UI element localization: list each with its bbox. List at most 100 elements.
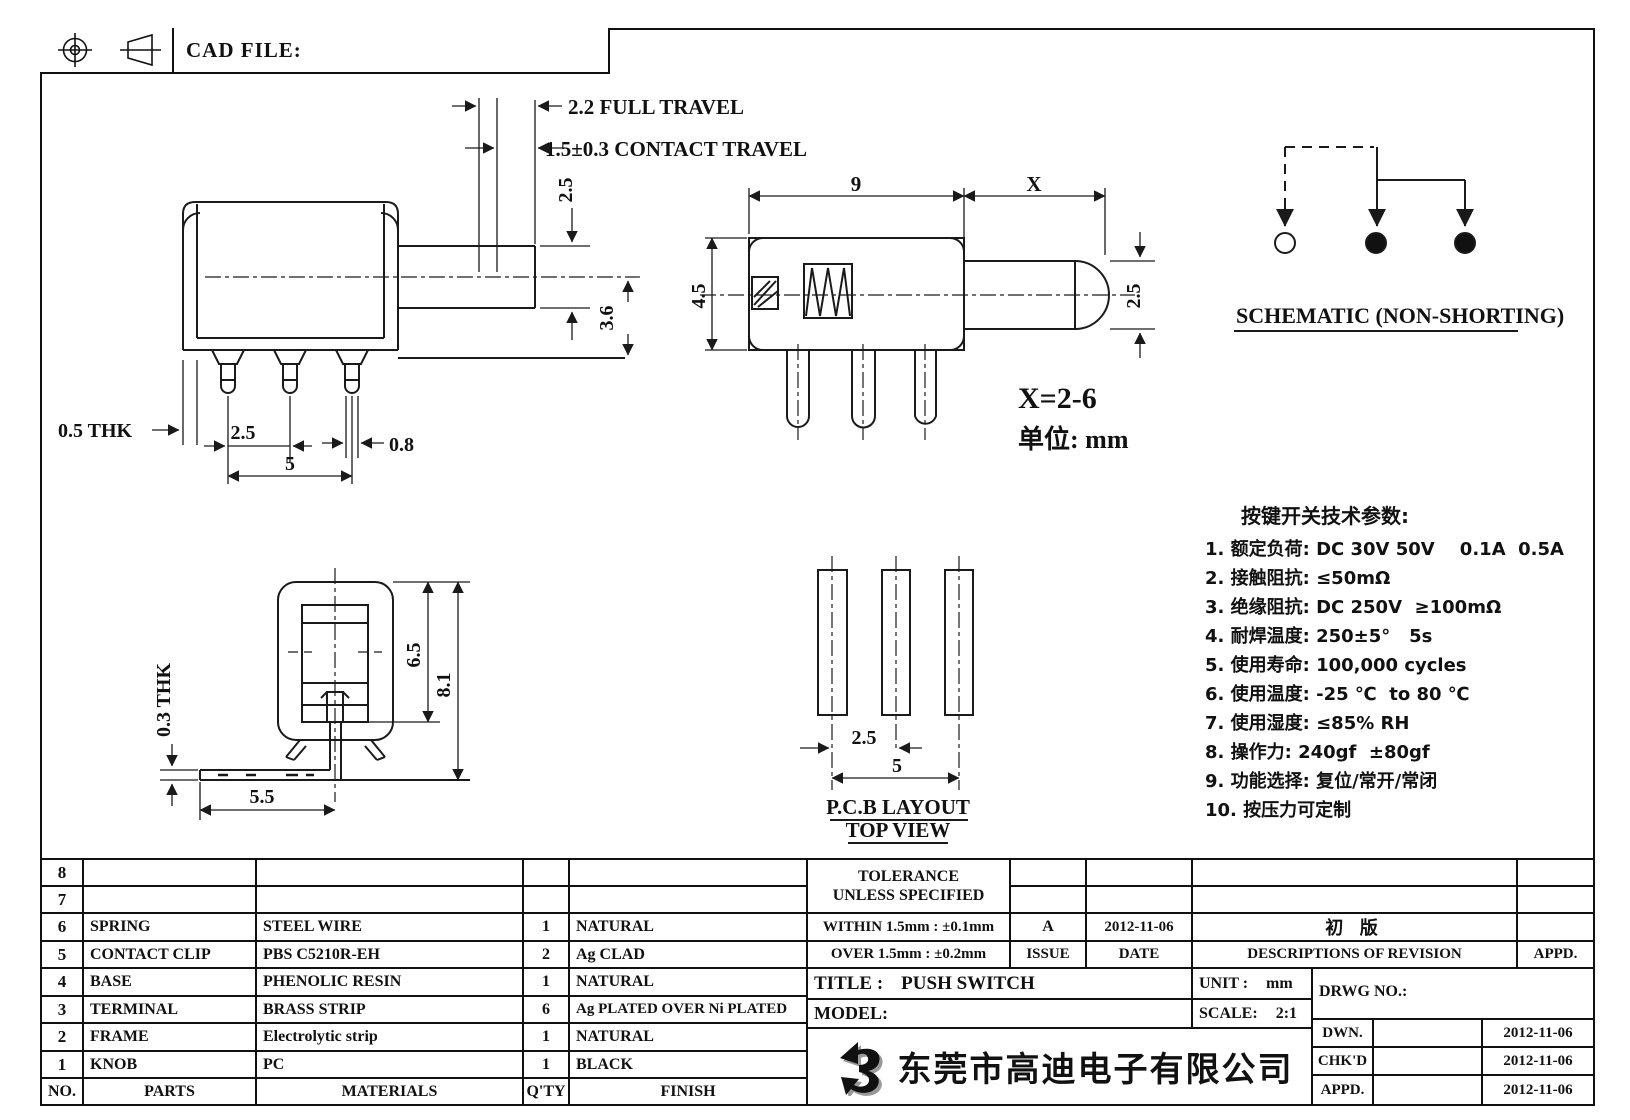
company-cell: 东莞市高迪电子有限公司 <box>808 1029 1313 1104</box>
part-finish: NATURAL <box>570 914 808 942</box>
projection-symbol-icon <box>58 33 161 67</box>
pcb-layout-view: 2.5 5 P.C.B LAYOUT TOP VIEW <box>800 556 974 844</box>
part-qty: 1 <box>524 914 570 942</box>
cad-file-label: CAD FILE: <box>186 37 302 62</box>
dim-body-length: 9 <box>851 172 862 196</box>
sign-date-chkd: 2012-11-06 <box>1483 1048 1593 1076</box>
part-no: 5 <box>42 942 84 969</box>
part-no: 8 <box>42 860 84 887</box>
note-x-range: X=2-6 <box>1018 382 1097 415</box>
part-finish <box>570 887 808 914</box>
part-material: Electrolytic strip <box>257 1024 524 1052</box>
part-finish: Ag CLAD <box>570 942 808 969</box>
title-block-table: 8 7 6 SPRING STEEL WIRE 1 NATURAL 5 CONT… <box>40 858 1595 1106</box>
technical-drawing-canvas: 2.2 FULL TRAVEL 1.5±0.3 CONTACT TRAVEL 2… <box>58 95 1564 844</box>
schematic-view: SCHEMATIC (NON-SHORTING) <box>1234 146 1564 332</box>
tech-params-panel: 按键开关技术参数: 1. 额定负荷: DC 30V 50V 0.1A 0.5A … <box>1205 500 1630 825</box>
sign-label-appd: APPD. <box>1313 1076 1374 1104</box>
revision-empty-cell <box>1518 860 1593 887</box>
part-name: CONTACT CLIP <box>84 942 257 969</box>
header-divider <box>172 28 174 72</box>
sign-label-chkd: CHK'D <box>1313 1048 1374 1076</box>
sign-signature-chkd <box>1374 1048 1483 1076</box>
tolerance-header: TOLERANCE UNLESS SPECIFIED <box>808 860 1011 914</box>
col-header-finish: FINISH <box>570 1079 808 1104</box>
dim-shaft-x: X <box>1026 172 1041 196</box>
part-qty: 6 <box>524 997 570 1024</box>
tech-param-item: 6. 使用温度: -25 ℃ to 80 ℃ <box>1205 684 1470 705</box>
revision-appd-value <box>1518 914 1593 942</box>
dim-pcb-total: 5 <box>892 755 902 777</box>
dim-bracket-length: 5.5 <box>250 786 275 808</box>
dim-shaft-height: 2.5 <box>555 178 577 203</box>
scale-label: SCALE: <box>1199 1004 1258 1022</box>
part-name: SPRING <box>84 914 257 942</box>
model-row: MODEL: <box>808 1000 1193 1029</box>
part-material: BRASS STRIP <box>257 997 524 1024</box>
part-name: FRAME <box>84 1024 257 1052</box>
revision-empty-cell <box>1193 860 1518 887</box>
revision-empty-cell <box>1193 887 1518 914</box>
front-view: 2.2 FULL TRAVEL 1.5±0.3 CONTACT TRAVEL 2… <box>58 95 807 484</box>
sign-date-dwn: 2012-11-06 <box>1483 1020 1593 1048</box>
part-qty <box>524 887 570 914</box>
unit-label: UNIT : <box>1199 974 1249 992</box>
sign-date-appd: 2012-11-06 <box>1503 1081 1573 1098</box>
dim-center-to-base: 3.6 <box>596 306 618 331</box>
dim-bracket-thk: 0.3 THK <box>153 663 175 738</box>
part-material: PC <box>257 1052 524 1079</box>
revision-issue-header: ISSUE <box>1011 942 1087 969</box>
part-finish <box>570 860 808 887</box>
tech-param-item: 9. 功能选择: 复位/常开/常闭 <box>1205 771 1438 792</box>
dim-side-body: 6.5 <box>403 643 425 668</box>
dim-body-width: 4.5 <box>688 284 710 309</box>
part-no: 4 <box>42 969 84 997</box>
revision-empty-cell <box>1087 860 1193 887</box>
dim-full-travel: 2.2 FULL TRAVEL <box>568 95 744 119</box>
dim-pin-width: 0.8 <box>389 434 414 456</box>
part-material: PBS C5210R-EH <box>257 942 524 969</box>
part-no: 7 <box>42 887 84 914</box>
revision-description-value: 初 版 <box>1193 914 1518 942</box>
part-name: KNOB <box>84 1052 257 1079</box>
tolerance-within: WITHIN 1.5mm : ±0.1mm <box>808 914 1011 942</box>
tech-param-item: 8. 操作力: 240gf ±80gf <box>1205 742 1430 763</box>
dim-shaft-dia: 2.5 <box>1123 284 1145 309</box>
note-unit: 单位: mm <box>1018 424 1129 454</box>
part-finish: NATURAL <box>570 1024 808 1052</box>
drwg-no-cell: DRWG NO.: <box>1313 969 1593 1020</box>
part-finish: Ag PLATED OVER Ni PLATED <box>570 997 808 1024</box>
revision-appd-header: APPD. <box>1518 942 1593 969</box>
top-view: 9 X 4.5 2.5 X=2-6 单位: mm <box>688 172 1155 454</box>
tech-param-item: 7. 使用湿度: ≤85% RH <box>1205 713 1410 734</box>
dim-pitch-total: 5 <box>285 453 295 475</box>
part-material: PHENOLIC RESIN <box>257 969 524 997</box>
model-label: MODEL: <box>814 1003 888 1023</box>
part-finish: NATURAL <box>570 969 808 997</box>
dim-wall-thk: 0.5 THK <box>58 420 133 442</box>
pcb-layout-label: P.C.B LAYOUT <box>826 795 970 819</box>
col-header-qty: Q'TY <box>524 1079 570 1104</box>
title-row: TITLE : PUSH SWITCH <box>808 969 1193 1000</box>
part-qty: 1 <box>524 1024 570 1052</box>
revision-date-header: DATE <box>1087 942 1193 969</box>
pcb-top-view-label: TOP VIEW <box>846 818 951 842</box>
revision-description-header: DESCRIPTIONS OF REVISION <box>1193 942 1518 969</box>
col-header-parts: PARTS <box>84 1079 257 1104</box>
unit-value: mm <box>1266 974 1293 992</box>
company-logo-icon <box>839 1041 883 1096</box>
part-name <box>84 887 257 914</box>
schematic-label: SCHEMATIC (NON-SHORTING) <box>1236 303 1564 328</box>
tech-param-item: 10. 按压力可定制 <box>1205 800 1352 821</box>
part-material: STEEL WIRE <box>257 914 524 942</box>
unit-row: UNIT : mm <box>1193 969 1313 1000</box>
drwg-no-label: DRWG NO.: <box>1319 983 1408 1000</box>
sign-signature-dwn <box>1374 1020 1483 1048</box>
part-no: 2 <box>42 1024 84 1052</box>
col-header-materials: MATERIALS <box>257 1079 524 1104</box>
part-no: 6 <box>42 914 84 942</box>
tolerance-line2: UNLESS SPECIFIED <box>832 887 985 904</box>
col-header-no: NO. <box>42 1079 84 1104</box>
scale-row: SCALE: 2:1 <box>1193 1000 1313 1029</box>
